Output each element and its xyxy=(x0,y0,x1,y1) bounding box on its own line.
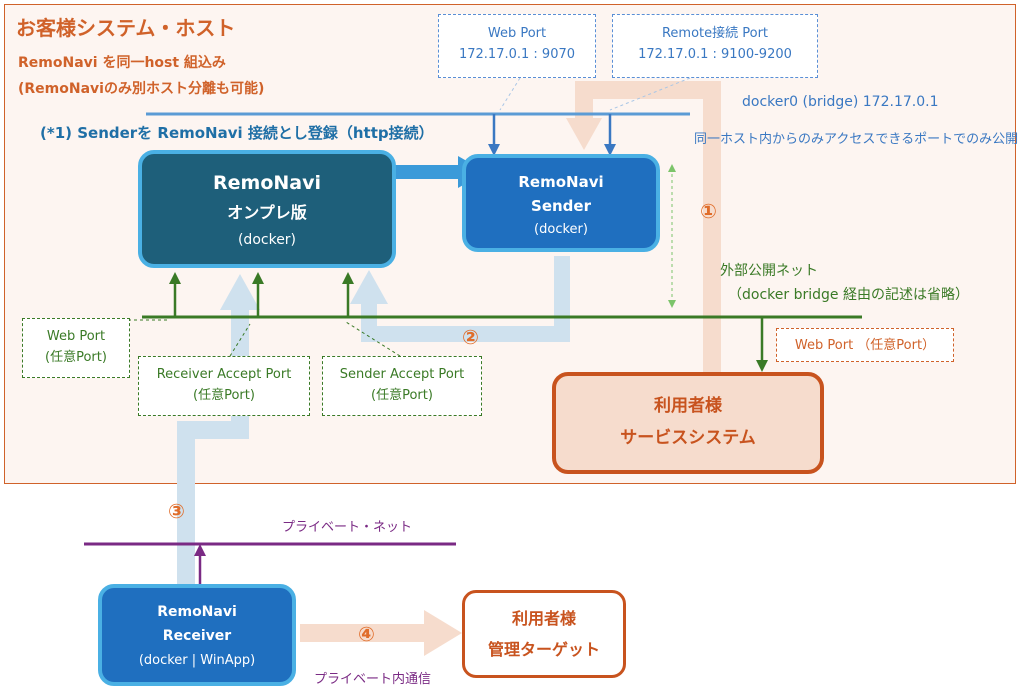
receiver-line-2: Receiver xyxy=(162,628,232,644)
remonavi-onprem-node: RemoNavi オンプレ版 (docker) xyxy=(138,150,396,268)
flow-3-arrowhead xyxy=(220,274,260,310)
ext-to-onprem-2-head xyxy=(252,272,264,284)
sender-registration-note: (*1) Senderを RemoNavi 接続とし登録（http接続） xyxy=(40,124,434,142)
flow-1-arrowhead xyxy=(566,118,602,150)
host-title: お客様システム・ホスト xyxy=(16,16,236,40)
marker-4: ④ xyxy=(358,622,375,646)
sender-accept-pointer xyxy=(345,321,401,357)
sender-accept-title: Sender Accept Port xyxy=(339,367,465,382)
user-service-line-2: サービスシステム xyxy=(620,428,756,448)
user-service-line-1: 利用者様 xyxy=(654,396,722,416)
ext-to-user-head xyxy=(756,360,768,372)
remonavi-receiver-node: RemoNavi Receiver (docker | WinApp) xyxy=(98,584,296,686)
receiver-accept-pointer xyxy=(229,323,251,357)
receiver-line-3: (docker | WinApp) xyxy=(138,653,256,668)
receiver-accept-title: Receiver Accept Port xyxy=(156,367,292,382)
bridge-to-sender-right-head xyxy=(604,144,616,156)
receiver-line-1: RemoNavi xyxy=(157,604,237,620)
host-subtitle-2: (RemoNaviのみ別ホスト分離も可能) xyxy=(18,81,265,97)
sender-accept-port-box: Sender Accept Port (任意Port) xyxy=(322,356,482,416)
onprem-line-2: オンプレ版 xyxy=(227,203,307,222)
remote-port-pointer xyxy=(609,77,691,111)
private-comm-label: プライベート内通信 xyxy=(314,672,432,687)
onprem-line-3: (docker) xyxy=(237,232,297,248)
sender-line-2: Sender xyxy=(531,197,591,215)
external-net-note: （docker bridge 経由の記述は省略） xyxy=(728,287,969,303)
bridge-to-sender-left-head xyxy=(488,144,500,156)
flow-4-path xyxy=(300,624,426,642)
private-net-label: プライベート・ネット xyxy=(282,520,413,535)
web-port-title: Web Port xyxy=(487,26,547,41)
receiver-to-private-head xyxy=(194,544,206,556)
receiver-accept-port-box: Receiver Accept Port (任意Port) xyxy=(138,356,310,416)
web-port-any-value: (任意Port) xyxy=(45,350,107,365)
user-target-line-1: 利用者様 xyxy=(511,609,576,628)
remote-port-value: 172.17.0.1 : 9100-9200 xyxy=(638,47,792,62)
docker0-bridge-label: docker0 (bridge) 172.17.0.1 xyxy=(742,94,939,110)
ext-to-onprem-3-head xyxy=(342,272,354,284)
web-port-pointer xyxy=(499,77,521,111)
marker-2: ② xyxy=(462,325,479,349)
remonavi-sender-node: RemoNavi Sender (docker) xyxy=(462,154,660,252)
remote-port-box: Remote接続 Port 172.17.0.1 : 9100-9200 xyxy=(612,14,818,78)
ext-to-onprem-1-head xyxy=(169,272,181,284)
web-port-value: 172.17.0.1 : 9070 xyxy=(458,47,576,62)
marker-1: ① xyxy=(700,199,717,223)
web-port-right-label: Web Port （任意Port） xyxy=(794,338,936,353)
receiver-accept-value: (任意Port) xyxy=(193,388,255,403)
sender-accept-value: (任意Port) xyxy=(371,388,433,403)
host-subtitle-1: RemoNavi を同一host 組込み xyxy=(18,55,226,71)
user-service-system-node: 利用者様 サービスシステム xyxy=(552,372,824,474)
docker0-bridge-note: 同一ホスト内からのみアクセスできるポートでのみ公開 xyxy=(694,132,1019,147)
web-port-any-box: Web Port (任意Port) xyxy=(22,318,130,378)
sender-line-3: (docker) xyxy=(534,222,588,237)
user-target-line-2: 管理ターゲット xyxy=(487,640,600,659)
external-net-label: 外部公開ネット xyxy=(720,263,818,279)
flow-2-path xyxy=(361,256,570,342)
remote-port-title: Remote接続 Port xyxy=(661,26,769,41)
flow-1-path xyxy=(575,81,721,372)
web-port-box: Web Port 172.17.0.1 : 9070 xyxy=(438,14,596,78)
onprem-line-1: RemoNavi xyxy=(213,172,321,194)
marker-3: ③ xyxy=(168,499,185,523)
sender-line-1: RemoNavi xyxy=(518,173,604,191)
flow-2-arrowhead xyxy=(350,270,388,304)
web-port-right-box: Web Port （任意Port） xyxy=(776,328,954,362)
user-managed-target-node: 利用者様 管理ターゲット xyxy=(462,590,626,678)
flow-4-arrowhead xyxy=(424,610,462,656)
web-port-any-title: Web Port xyxy=(46,329,106,344)
